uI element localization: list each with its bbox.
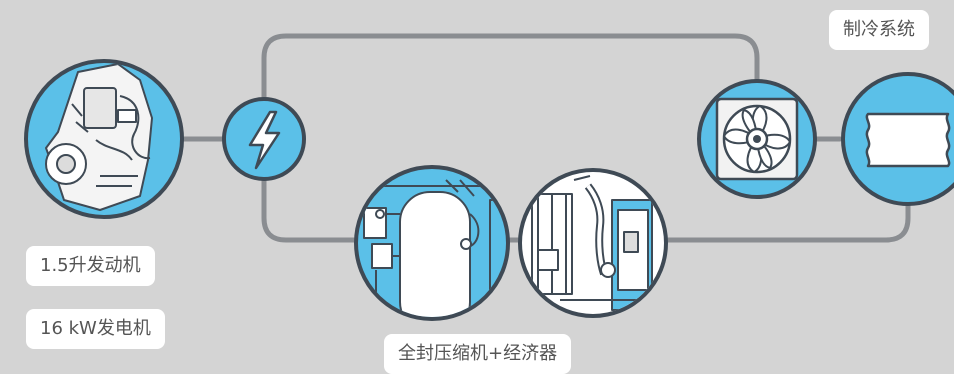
lightning-bolt-icon — [222, 97, 306, 181]
refrigeration-label: 制冷系统 — [829, 10, 929, 50]
coil-icon — [841, 72, 954, 206]
fan-icon — [697, 79, 817, 199]
economizer-icon — [518, 168, 668, 318]
upper-loop-line — [261, 33, 760, 103]
engine-icon — [24, 59, 184, 219]
compressor-label: 全封压缩机+经济器 — [384, 334, 572, 374]
connector-lines — [177, 33, 911, 243]
economizer-to-coil-line — [661, 201, 911, 243]
compressor-icon — [354, 165, 510, 321]
lower-loop-line — [261, 175, 363, 243]
engine-label: 1.5升发动机 — [26, 246, 155, 286]
generator-label: 16 kW发电机 — [26, 309, 165, 349]
